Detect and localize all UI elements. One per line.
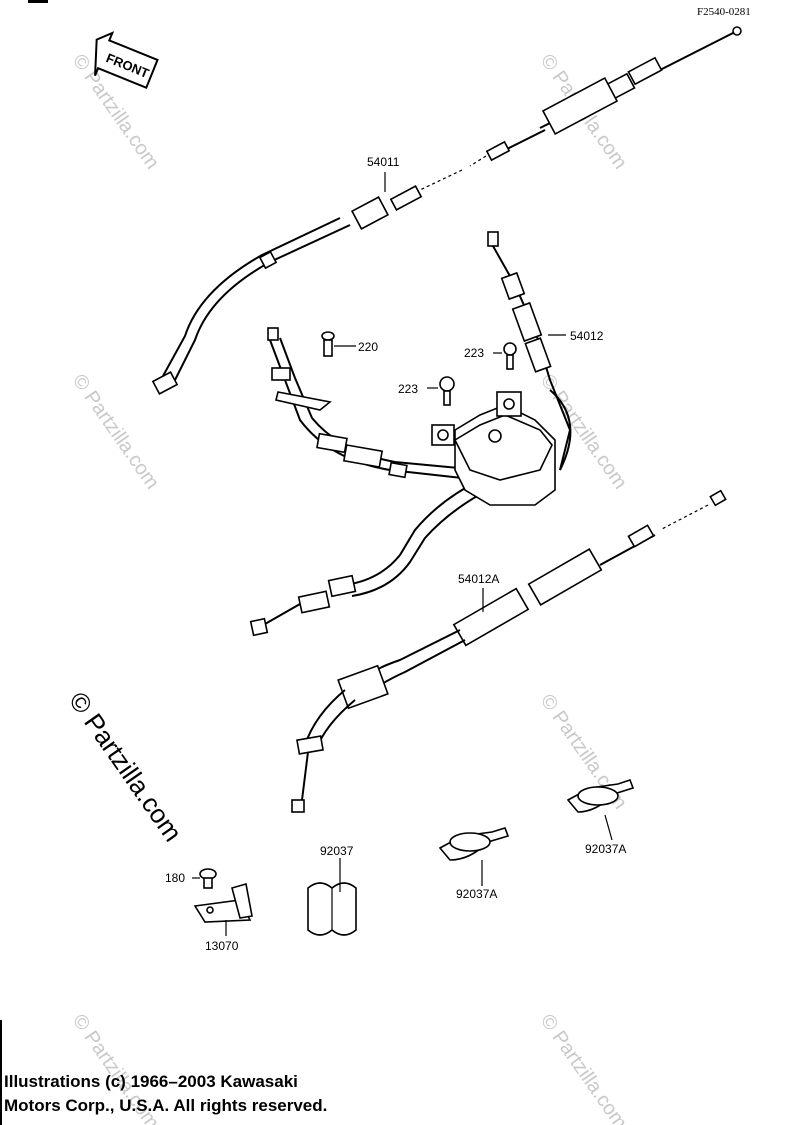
diagram-code: F2540-0281	[697, 6, 751, 18]
front-arrow-icon: FRONT	[94, 31, 159, 90]
callout-223-lower: 223	[398, 382, 418, 396]
callout-223-upper: 223	[464, 346, 484, 360]
callout-180: 180	[165, 871, 185, 885]
copyright-line-1: Illustrations (c) 1966–2003 Kawasaki	[4, 1072, 298, 1091]
callout-220: 220	[358, 340, 378, 354]
cable-54011	[151, 26, 742, 395]
callout-92037A-left: 92037A	[456, 887, 497, 901]
watermark-large: © Partzilla.com	[63, 686, 188, 847]
bracket-13070	[193, 882, 253, 923]
clamp-92037	[307, 882, 357, 936]
callout-13070: 13070	[205, 939, 239, 953]
callout-92037A-right: 92037A	[585, 842, 626, 856]
cable-54012A	[291, 489, 727, 813]
corner-bar	[28, 0, 48, 3]
screw-223-lower	[439, 376, 455, 406]
cable-54012	[249, 231, 572, 637]
callout-54012A: 54012A	[458, 572, 499, 586]
copyright-line-2: Motors Corp., U.S.A. All rights reserved…	[4, 1096, 328, 1115]
watermark: © Partzilla.com	[536, 1010, 631, 1125]
leader-lines	[192, 172, 613, 936]
edge-line	[0, 1020, 2, 1125]
callout-92037: 92037	[320, 844, 354, 858]
screw-223-upper	[503, 342, 517, 370]
bolt-180	[199, 868, 217, 889]
clamp-92037A-right	[566, 778, 635, 813]
callout-54012: 54012	[570, 329, 604, 343]
clamp-92037A-left	[438, 827, 510, 861]
screw-220	[321, 331, 335, 357]
callout-54011: 54011	[367, 155, 400, 169]
watermark: © Partzilla.com	[68, 370, 163, 493]
